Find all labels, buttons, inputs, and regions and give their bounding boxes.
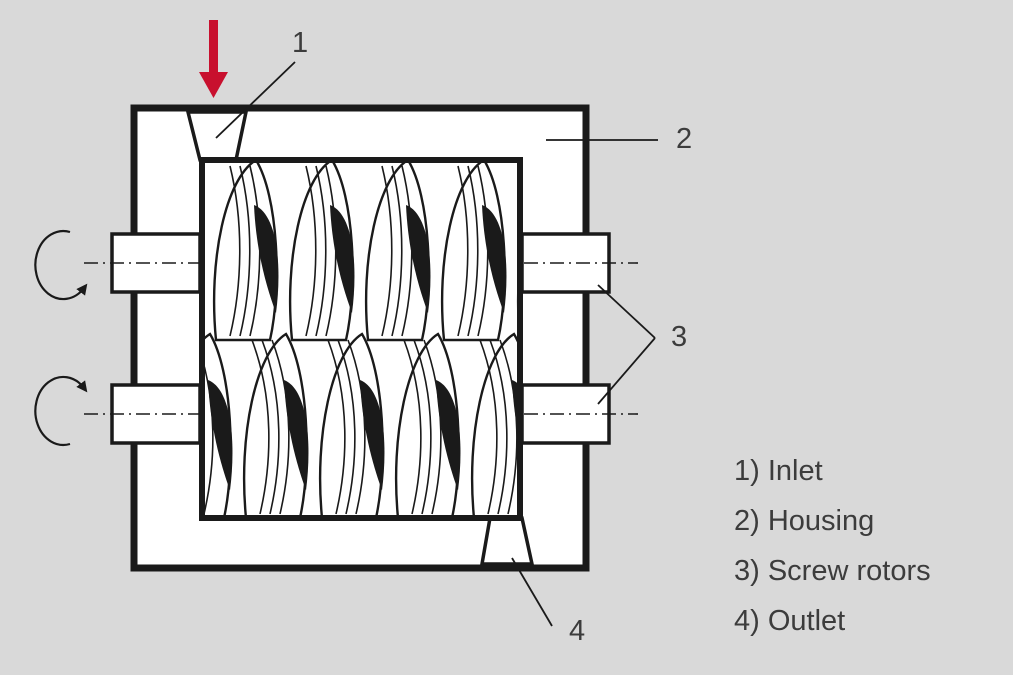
legend-item-inlet: 1) Inlet	[734, 455, 823, 487]
shaft-center-lines	[84, 262, 638, 415]
rotor-thread-line	[479, 339, 498, 515]
rotor-thread-line	[315, 165, 327, 337]
rotor-thread-line	[610, 166, 620, 336]
rotor-lobe-shadow	[254, 205, 279, 313]
rotor-lobe-shadow	[664, 380, 688, 490]
leader-inlet	[215, 61, 296, 139]
rotor-thread-line	[229, 165, 241, 337]
rotor-thread-line	[381, 165, 393, 337]
rotor-thread-line	[271, 339, 290, 515]
rotor-thread-line	[347, 339, 366, 515]
rotor-thread-line	[642, 340, 659, 514]
outlet-port	[479, 516, 535, 566]
rotor-thread-line	[305, 165, 317, 337]
rotor-thread-line	[423, 339, 442, 515]
rotor-lobe-shadow	[284, 380, 309, 491]
callout-housing-number: 2	[676, 123, 692, 155]
rotor-thread-line	[489, 339, 508, 515]
rotor-lobe-shadow	[330, 205, 355, 313]
leader-outlet	[511, 557, 553, 627]
rotor-lower	[202, 332, 688, 518]
rotor-thread-line	[652, 340, 669, 514]
rotor-thread-line	[413, 339, 432, 515]
rotor-thread-line	[251, 339, 270, 515]
rotor-lobe-shadow	[634, 205, 658, 313]
rotor-thread-line	[630, 166, 640, 336]
rotor-thread-line	[499, 339, 518, 515]
leader-rotor-top	[597, 284, 656, 339]
callout-inlet-number: 1	[292, 27, 308, 59]
rotor-lobe-shadow	[208, 380, 233, 491]
rotor-thread-line	[261, 339, 280, 515]
rotor-thread-line	[327, 339, 346, 515]
rotor-lobe-shadow	[436, 380, 461, 491]
legend-item-outlet: 4) Outlet	[734, 605, 846, 637]
rotor-thread-line	[403, 339, 422, 515]
rotor-lobe-shadow	[360, 380, 385, 491]
callout-outlet-number: 4	[569, 615, 585, 647]
rotor-thread-line	[457, 165, 469, 337]
rotation-arrow-icon	[34, 375, 88, 447]
legend: 1) Inlet 2) Housing 3) Screw rotors 4) O…	[734, 446, 931, 646]
leader-lines	[215, 61, 658, 627]
rotor-thread-line	[239, 165, 251, 337]
screw-rotors	[199, 157, 688, 521]
legend-item-housing: 2) Housing	[734, 505, 875, 537]
arrow-down-icon	[199, 20, 228, 98]
rotation-arrow-icon	[34, 229, 88, 301]
rotor-lobe-shadow	[406, 205, 431, 313]
rotor-thread-line	[467, 165, 479, 337]
callout-screw-rotors-number: 3	[671, 321, 687, 353]
rotor-thread-line	[391, 165, 403, 337]
rotor-lobe-shadow	[482, 205, 507, 313]
rotor-chamber-wall	[199, 157, 523, 521]
leader-rotor-bottom	[597, 337, 656, 405]
rotor-thread-line	[337, 339, 356, 515]
legend-item-screw-rotors: 3) Screw rotors	[734, 555, 931, 587]
rotor-thread-line	[632, 340, 649, 514]
